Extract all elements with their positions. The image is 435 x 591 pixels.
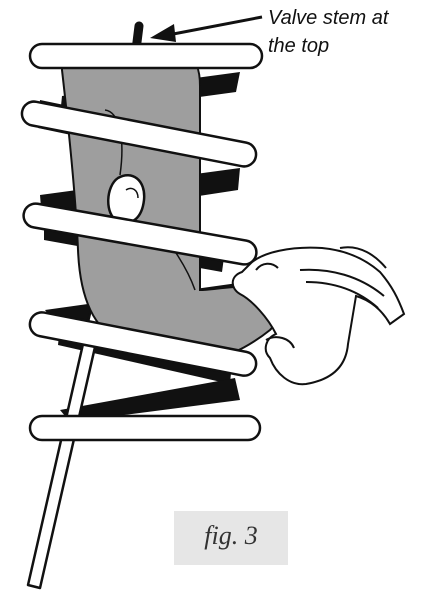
rack-bar-5 — [30, 416, 260, 440]
valve-stem-callout: Valve stem at the top — [268, 4, 388, 60]
thumb — [108, 175, 144, 223]
figure-caption-box: fig. 3 — [174, 511, 288, 565]
figure-caption: fig. 3 — [174, 521, 288, 551]
rack-bar-1 — [30, 44, 262, 68]
callout-arrow — [150, 17, 262, 42]
callout-line-2: the top — [268, 35, 329, 57]
callout-line-1: Valve stem at — [268, 7, 388, 29]
boot-bladder — [62, 56, 280, 357]
